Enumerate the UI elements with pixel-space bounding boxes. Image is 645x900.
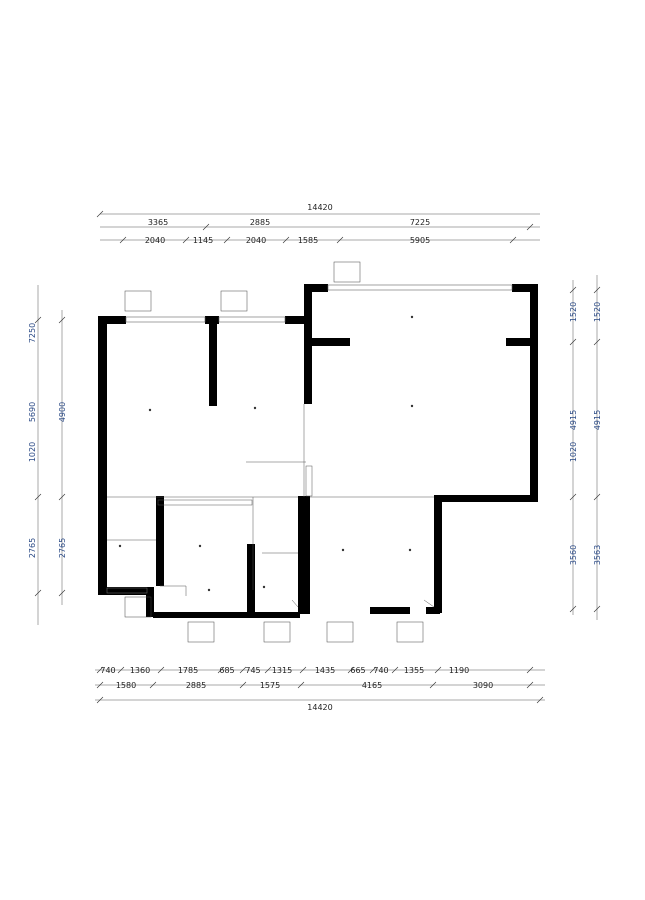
bottom-dim-12: 1580 [116, 681, 136, 690]
bottom-dim-9: 740 [373, 666, 388, 675]
left-dimensions: 7250 5690 1020 2765 4900 2765 [28, 285, 67, 625]
bottom-dim-6: 1315 [272, 666, 292, 675]
right-dimensions: 1520 4915 1020 3560 1520 4915 3563 [569, 275, 602, 620]
top-dim-7: 1585 [298, 236, 318, 245]
bottom-dim-5: 745 [245, 666, 260, 675]
bottom-dim-11: 1190 [449, 666, 469, 675]
left-dim-3: 1020 [28, 442, 37, 462]
bottom-dim-8: 665 [350, 666, 365, 675]
bottom-dim-1: 740 [100, 666, 115, 675]
left-dim-1: 7250 [28, 323, 37, 343]
top-dimensions: 14420 3365 2885 7225 2040 1145 2040 1585… [96, 203, 540, 245]
right-dim-2: 4915 [569, 410, 578, 430]
bottom-dim-16: 3090 [473, 681, 493, 690]
bottom-dim-10: 1355 [404, 666, 424, 675]
left-dim-5: 4900 [58, 402, 67, 422]
right-dim-3: 1020 [569, 442, 578, 462]
top-dim-6: 2040 [246, 236, 266, 245]
right-dim-5: 1520 [593, 302, 602, 322]
bottom-dim-4: 685 [219, 666, 234, 675]
bottom-dim-3: 1785 [178, 666, 198, 675]
right-dim-6: 4915 [593, 410, 602, 430]
bottom-dim-13: 2885 [186, 681, 206, 690]
top-dim-4: 2040 [145, 236, 165, 245]
top-total-dim: 14420 [307, 203, 332, 212]
bottom-dim-2: 1360 [130, 666, 150, 675]
walls [98, 284, 538, 618]
bottom-dim-15: 4165 [362, 681, 382, 690]
top-dim-8: 5905 [410, 236, 430, 245]
left-dim-4: 2765 [28, 538, 37, 558]
top-dim-1: 3365 [148, 218, 168, 227]
right-dim-1: 1520 [569, 302, 578, 322]
schedule-tags [124, 261, 424, 643]
windows [106, 284, 513, 594]
bottom-dim-14: 1575 [260, 681, 280, 690]
top-dim-5: 1145 [193, 236, 213, 245]
top-dim-2: 2885 [250, 218, 270, 227]
left-dim-2: 5690 [28, 402, 37, 422]
left-dim-6: 2765 [58, 538, 67, 558]
right-dim-4: 3560 [569, 545, 578, 565]
top-dim-3: 7225 [410, 218, 430, 227]
bottom-dimensions: 740 1360 1785 685 745 1315 1435 665 740 … [95, 666, 545, 712]
right-dim-7: 3563 [593, 545, 602, 565]
room-markers [118, 315, 414, 592]
partitions [107, 404, 435, 608]
bottom-dim-7: 1435 [315, 666, 335, 675]
bottom-total-dim: 14420 [307, 703, 332, 712]
